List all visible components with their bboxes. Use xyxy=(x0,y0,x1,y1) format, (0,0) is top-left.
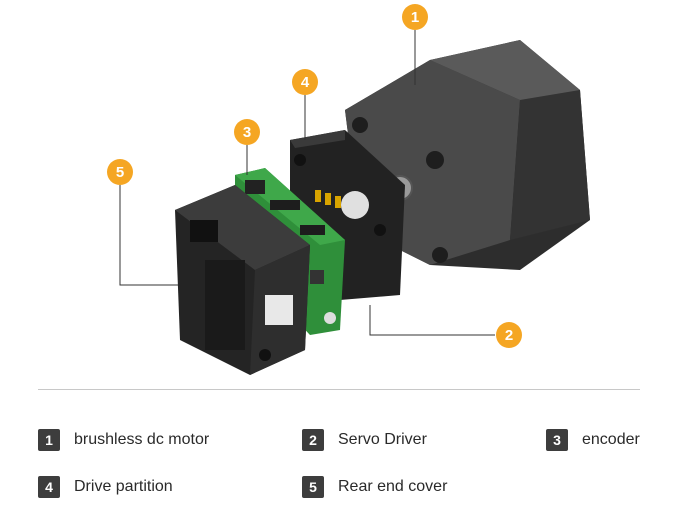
rear-end-cover-part xyxy=(175,185,310,375)
legend-item-1: 1 brushless dc motor xyxy=(38,429,209,451)
callout-5: 5 xyxy=(107,159,133,185)
callout-4: 4 xyxy=(292,69,318,95)
callout-2-number: 2 xyxy=(505,327,513,344)
legend-label-1: brushless dc motor xyxy=(74,431,210,448)
legend-label-5: Rear end cover xyxy=(338,478,448,495)
callout-3-number: 3 xyxy=(243,124,251,141)
callout-4-number: 4 xyxy=(301,74,310,91)
legend-item-3: 3 encoder xyxy=(546,429,640,451)
exploded-motor-diagram: 1 2 3 4 5 xyxy=(107,4,590,375)
legend-badge-1: 1 xyxy=(38,429,60,451)
callout-2: 2 xyxy=(496,322,522,348)
legend-label-3: encoder xyxy=(582,431,640,448)
legend-label-2: Servo Driver xyxy=(338,431,427,448)
brushless-dc-motor-part xyxy=(345,40,590,270)
legend-badge-2: 2 xyxy=(302,429,324,451)
legend-badge-5: 5 xyxy=(302,476,324,498)
legend-item-5: 5 Rear end cover xyxy=(302,476,447,498)
callout-5-number: 5 xyxy=(116,164,124,181)
callout-1: 1 xyxy=(402,4,428,30)
legend-item-4: 4 Drive partition xyxy=(38,476,173,498)
legend-divider xyxy=(38,389,640,390)
leader-lines xyxy=(119,30,495,336)
legend-item-2: 2 Servo Driver xyxy=(302,429,427,451)
legend-badge-3: 3 xyxy=(546,429,568,451)
callout-1-number: 1 xyxy=(411,9,419,26)
legend-label-4: Drive partition xyxy=(74,478,173,495)
legend-badge-4: 4 xyxy=(38,476,60,498)
callout-3: 3 xyxy=(234,119,260,145)
